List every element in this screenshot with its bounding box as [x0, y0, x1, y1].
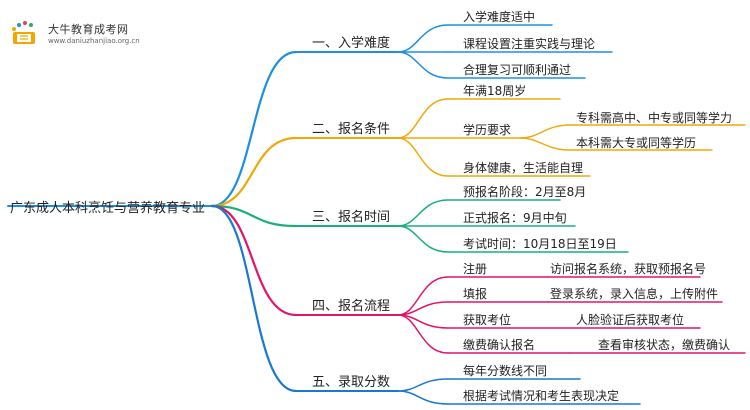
link-s2-item-3 [397, 137, 449, 177]
s4-item-2: 填报 [463, 287, 488, 301]
section-1-label: 一、入学难度 [312, 36, 391, 51]
link-s1-item-1 [397, 24, 449, 53]
section-4-label: 四、报名流程 [312, 299, 391, 314]
s3-item-2: 正式报名：9月中旬 [463, 211, 567, 225]
s2-item-2-child-1: 专科需高中、中专或同等学力 [576, 111, 733, 125]
link-root-section-5 [210, 204, 298, 393]
root-node: 广东成人本科烹饪与营养教育专业 [10, 201, 206, 216]
link-s1-item-3 [397, 51, 449, 79]
logo-url: www.daniuzhanjiao.org.cn [48, 37, 140, 45]
s5-item-1: 每年分数线不同 [463, 364, 548, 378]
link-root-section-1 [210, 50, 298, 208]
link-s2-child-1 [519, 124, 571, 139]
s4-item-1-detail: 访问报名系统，获取预报名号 [550, 262, 707, 276]
s4-item-2-detail: 登录系统，录入信息，上传附件 [550, 287, 719, 301]
s4-item-4-detail: 查看审核状态，缴费确认 [598, 338, 731, 352]
link-s5-item-1 [397, 378, 449, 392]
link-s3-item-3 [397, 225, 449, 253]
book-logo-icon [12, 21, 35, 44]
s3-item-1: 预报名阶段：2月至8月 [463, 185, 587, 199]
s5-item-2: 根据考试情况和考生表现决定 [463, 389, 620, 403]
link-s2-child-2 [519, 137, 571, 151]
s2-item-3: 身体健康，生活能自理 [463, 161, 584, 175]
link-s5-item-2 [397, 390, 449, 405]
link-s4-item-4 [397, 314, 449, 354]
s2-item-1: 年满18周岁 [463, 84, 527, 98]
s3-item-3: 考试时间：10月18日至19日 [463, 237, 617, 251]
s4-item-3: 获取考位 [463, 313, 512, 327]
link-s2-item-1 [397, 98, 449, 139]
s1-item-1: 入学难度适中 [463, 10, 536, 24]
s4-item-3-detail: 人脸验证后获取考位 [576, 313, 685, 327]
link-root-section-2 [210, 136, 298, 208]
section-2-label: 二、报名条件 [312, 122, 391, 137]
s2-item-2: 学历要求 [463, 123, 512, 137]
section-5-label: 五、录取分数 [312, 375, 391, 390]
section-3-label: 三、报名时间 [312, 210, 391, 225]
link-s4-item-1 [397, 276, 449, 316]
s2-item-2-child-2: 本科需大专或同等学历 [576, 136, 697, 150]
s4-item-1: 注册 [463, 262, 488, 276]
s4-item-4: 缴费确认报名 [463, 338, 536, 352]
s1-item-2: 课程设置注重实践与理论 [463, 37, 596, 51]
s1-item-3: 合理复习可顺利通过 [463, 63, 572, 77]
link-root-section-3 [210, 204, 298, 228]
link-root-section-4 [210, 204, 298, 317]
link-s3-item-1 [397, 199, 449, 227]
site-logo: 大牛教育成考网 www.daniuzhanjiao.org.cn [8, 20, 168, 52]
logo-title: 大牛教育成考网 [48, 23, 129, 36]
